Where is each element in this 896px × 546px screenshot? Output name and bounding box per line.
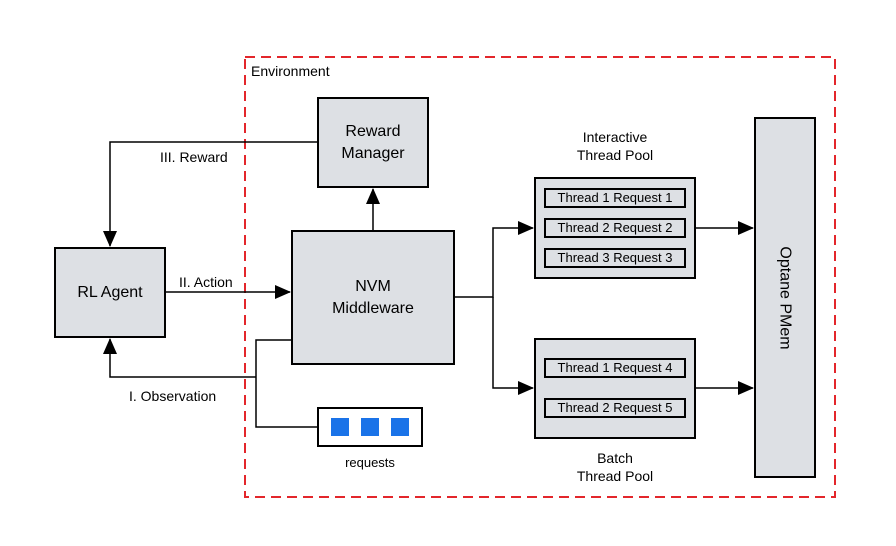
environment-boundary: [244, 56, 836, 498]
optane-pmem-label-container: Optane PMem: [755, 118, 815, 477]
batch-thread-2: Thread 2 Request 5: [544, 398, 686, 418]
request-square: [361, 418, 379, 436]
interactive-pool-title-line1: Interactive: [582, 129, 648, 145]
optane-pmem-label: Optane PMem: [777, 245, 794, 350]
reward-manager-label: Reward Manager: [318, 98, 428, 187]
optane-pmem-box: [754, 117, 816, 478]
reward-manager-box: [317, 97, 429, 188]
nvm-middleware-line2: Middleware: [332, 299, 414, 317]
interactive-thread-3: Thread 3 Request 3: [544, 248, 686, 268]
observation-arrow: [103, 338, 256, 378]
reward-edge-label: III. Reward: [160, 149, 228, 165]
action-edge-label: II. Action: [179, 274, 233, 290]
reward-manager-line1: Reward: [345, 122, 401, 140]
interactive-pool-title-line2: Thread Pool: [576, 147, 654, 163]
batch-pool-title-line2: Thread Pool: [576, 468, 654, 484]
reward-arrow: [103, 141, 318, 247]
batch-pool-box: [534, 338, 696, 439]
nvm-middleware-label: NVM Middleware: [292, 231, 454, 364]
middleware-to-batch-arrow: [492, 297, 534, 395]
interactive-thread-2: Thread 2 Request 2: [544, 218, 686, 238]
batch-pool-title-line1: Batch: [597, 450, 633, 466]
rl-agent-label: RL Agent: [77, 283, 143, 301]
batch-pool-title: Batch Thread Pool: [535, 449, 695, 485]
interactive-pool-title: Interactive Thread Pool: [535, 128, 695, 164]
batch-thread-1: Thread 1 Request 4: [544, 358, 686, 378]
middleware-to-interactive-arrow: [454, 221, 534, 298]
observation-line: [255, 339, 318, 428]
environment-label: Environment: [251, 63, 330, 79]
reward-manager-line2: Manager: [341, 144, 405, 162]
nvm-middleware-line1: NVM: [355, 277, 391, 295]
request-square: [331, 418, 349, 436]
observation-edge-label: I. Observation: [129, 388, 217, 404]
request-square: [391, 418, 409, 436]
interactive-thread-1: Thread 1 Request 1: [544, 188, 686, 208]
requests-label: requests: [345, 455, 395, 470]
